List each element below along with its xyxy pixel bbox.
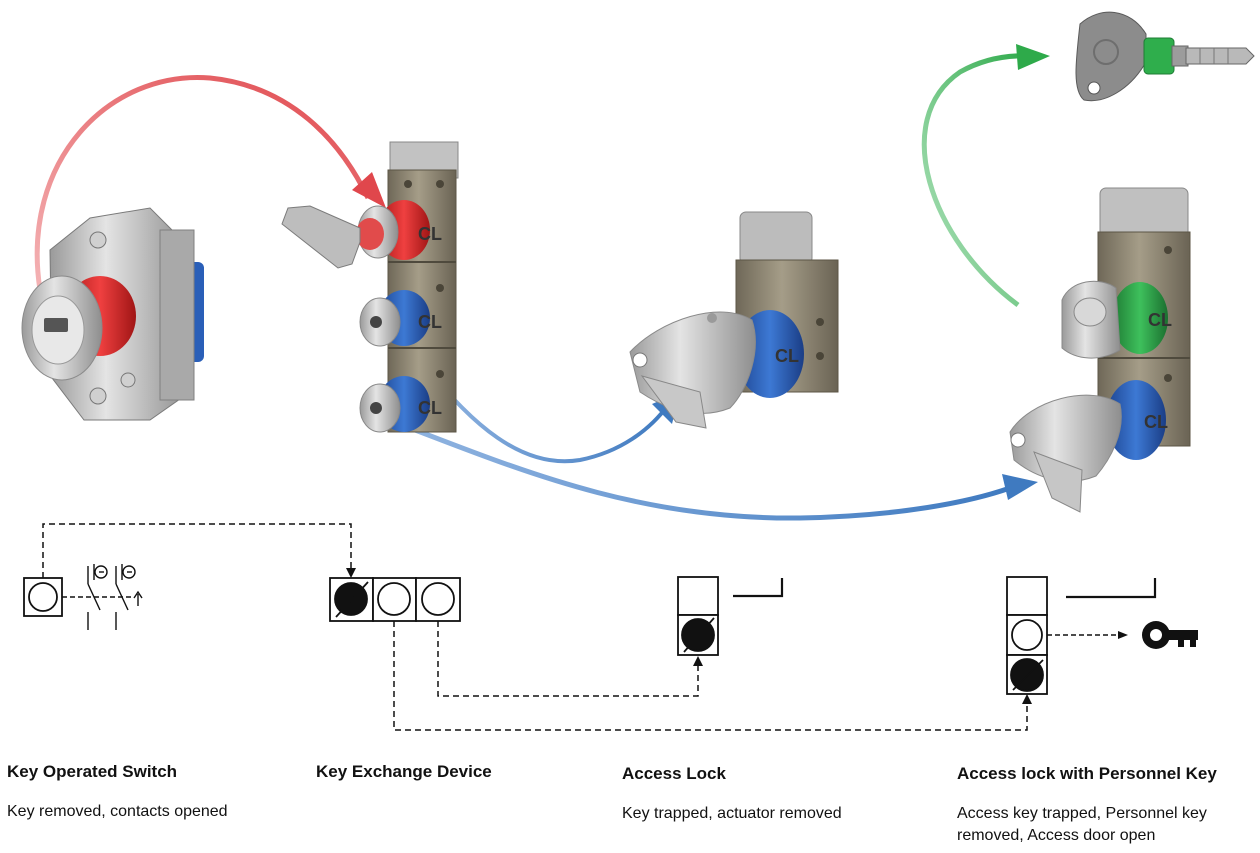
caption-description: Access key trapped, Personnel key remove… (957, 805, 1207, 844)
caption-key-exchange-device: Key Exchange Device (316, 762, 596, 782)
caption-title: Key Operated Switch (7, 762, 178, 781)
red-transfer-arrow (34, 75, 386, 291)
dashed-connections (42, 523, 1028, 731)
dashed-arrowheads (346, 568, 1032, 704)
caption-description: Key trapped, actuator removed (622, 805, 842, 822)
caption-title: Access lock with Personnel Key (957, 764, 1217, 783)
key-operated-switch-illustration (21, 207, 204, 421)
caption-key-operated-switch: Key Operated Switch Key removed, contact… (7, 762, 287, 823)
blue-transfer-arrow-2 (409, 425, 1038, 521)
device-marking: CL (1144, 412, 1168, 432)
personnel-key-illustration (1075, 11, 1255, 102)
schematic (23, 523, 1198, 731)
caption-title: Access Lock (622, 764, 726, 783)
device-marking: CL (418, 312, 442, 332)
device-marking: CL (775, 346, 799, 366)
key-symbol-icon (1142, 621, 1198, 649)
access-lock-illustration: CL (629, 211, 839, 429)
device-marking: CL (1148, 310, 1172, 330)
green-transfer-arrow (921, 44, 1050, 308)
caption-access-lock-personnel-key: Access lock with Personnel Key Access ke… (957, 764, 1257, 847)
caption-description: Key removed, contacts opened (7, 803, 228, 820)
access-lock-personnel-key-illustration: CL CL (1009, 187, 1191, 513)
device-marking: CL (418, 224, 442, 244)
device-marking: CL (418, 398, 442, 418)
caption-title: Key Exchange Device (316, 762, 492, 781)
access-lock-symbol (677, 576, 784, 656)
caption-access-lock: Access Lock Key trapped, actuator remove… (622, 764, 922, 825)
access-lock-personnel-symbol (1006, 576, 1157, 695)
switch-contacts-symbol (62, 564, 143, 630)
exchange-device-symbol (329, 577, 461, 622)
switch-key-symbol (23, 577, 63, 617)
key-exchange-device-illustration: CL CL CL (281, 141, 459, 433)
